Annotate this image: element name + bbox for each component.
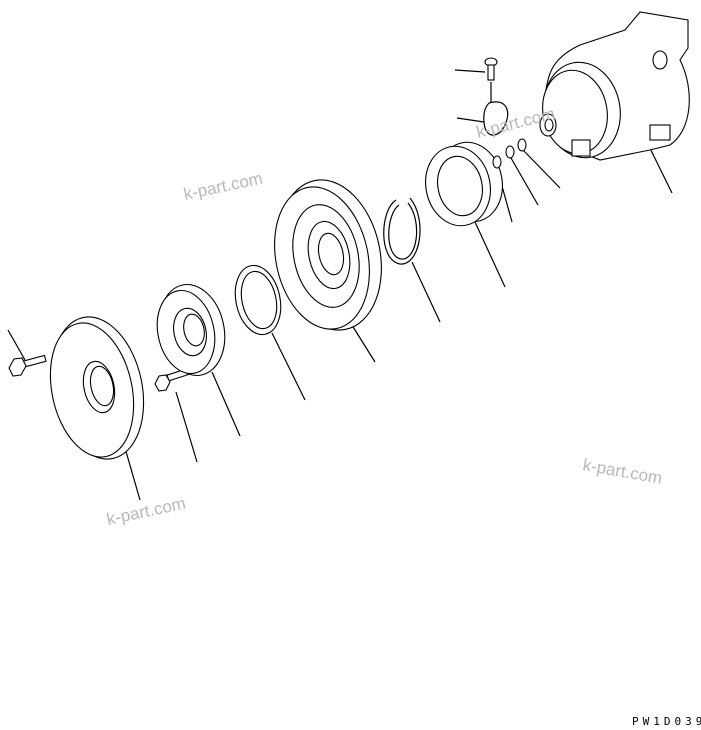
leader-flange-bolt [7, 329, 26, 361]
field-coil [425, 141, 503, 227]
wire-harness [483, 101, 509, 136]
leader-wire-harness [456, 117, 485, 123]
leader-shim [271, 332, 306, 401]
leader-washer-3 [522, 149, 561, 189]
leader-hub-bolt [175, 391, 198, 463]
leader-lines [7, 69, 673, 501]
watermark: k-part.com [474, 104, 557, 142]
leader-pulley [349, 321, 376, 363]
flange-bolt [8, 354, 47, 377]
wire-screw [484, 57, 498, 81]
washer-3 [517, 138, 527, 152]
compressor [539, 11, 690, 161]
clutch-hub [156, 283, 226, 377]
watermark: k-part.com [105, 494, 187, 529]
drawing-code: PW1D039 [632, 715, 701, 728]
leader-wire-screw [454, 69, 486, 73]
leader-pressure-plate [124, 447, 141, 501]
washer-2 [505, 145, 515, 159]
pressure-plate [49, 316, 145, 460]
shim [234, 264, 282, 336]
leader-field-coil [474, 221, 506, 288]
pulley [274, 179, 382, 331]
watermark: k-part.com [182, 169, 264, 204]
washer-1 [492, 155, 502, 169]
watermark: k-part.com [581, 455, 663, 488]
leader-snap-ring [411, 261, 441, 323]
leader-clutch-hub [211, 371, 241, 437]
snap-ring [383, 197, 421, 265]
leader-washer-2 [510, 157, 539, 206]
